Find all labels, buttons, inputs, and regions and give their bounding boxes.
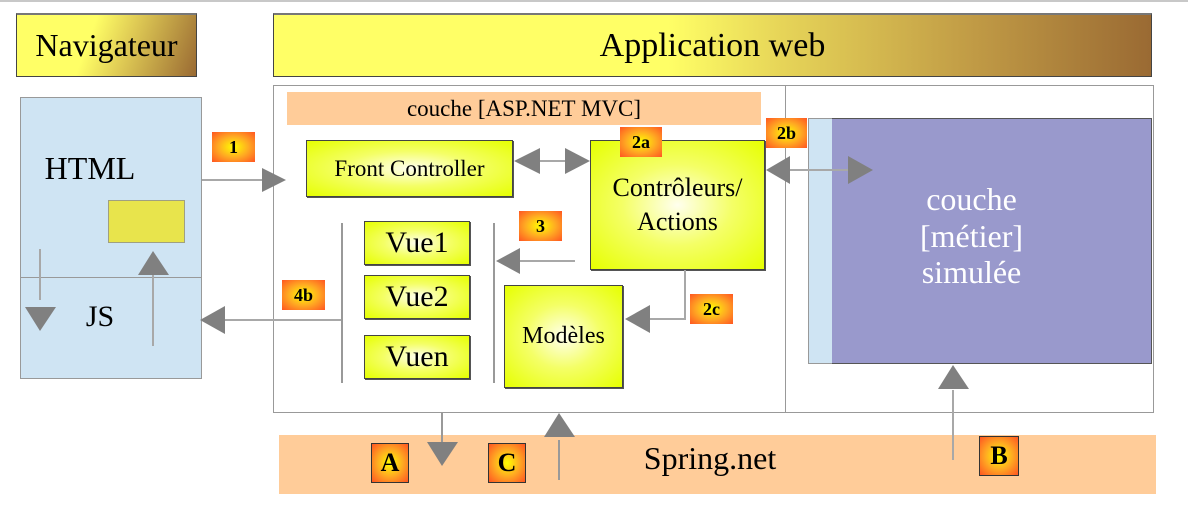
business-layer-label: couche [métier] simulée	[919, 180, 1024, 291]
browser-header: Navigateur	[16, 13, 197, 77]
models-label: Modèles	[522, 323, 605, 349]
view-label-1: Vue1	[385, 226, 449, 259]
spring-label: Spring.net	[643, 440, 777, 476]
step-badge-2b: 2b	[766, 118, 807, 148]
view-label-n: Vuen	[385, 340, 449, 373]
mvc-layer-title: couche [ASP.NET MVC]	[406, 95, 642, 121]
view-box-n: Vuen	[364, 335, 470, 379]
html-label: HTML	[44, 150, 136, 186]
step-badge-2c: 2c	[690, 294, 733, 324]
controllers-box: Contrôleurs/ Actions	[590, 140, 765, 270]
browser-header-label: Navigateur	[35, 27, 178, 63]
view-box-2: Vue2	[364, 275, 470, 319]
web-app-divider	[785, 85, 786, 413]
html-widget	[108, 200, 185, 243]
models-box: Modèles	[504, 285, 623, 388]
business-layer-box: couche [métier] simulée	[832, 118, 1152, 364]
js-label: JS	[85, 300, 115, 333]
browser-divider	[20, 277, 202, 278]
step-badge-b: B	[979, 436, 1019, 476]
step-badge-c: C	[488, 443, 526, 483]
web-app-header: Application web	[273, 13, 1152, 77]
web-app-header-label: Application web	[599, 26, 826, 64]
top-border	[0, 0, 1188, 2]
controllers-label: Contrôleurs/ Actions	[612, 173, 743, 236]
mvc-layer-band: couche [ASP.NET MVC]	[287, 92, 761, 125]
view-label-2: Vue2	[385, 280, 449, 313]
web-app-frame	[273, 85, 1154, 413]
step-badge-2a: 2a	[620, 127, 662, 157]
business-interface-strip	[808, 118, 834, 364]
step-badge-a: A	[371, 443, 409, 483]
arrow-c-head	[544, 413, 575, 437]
front-controller-box: Front Controller	[306, 140, 513, 197]
step-badge-4b: 4b	[282, 280, 325, 310]
step-badge-1: 1	[212, 132, 255, 162]
arrow-4b-head	[200, 306, 225, 334]
front-controller-label: Front Controller	[334, 155, 485, 181]
step-badge-3: 3	[519, 211, 562, 241]
view-box-1: Vue1	[364, 221, 470, 265]
